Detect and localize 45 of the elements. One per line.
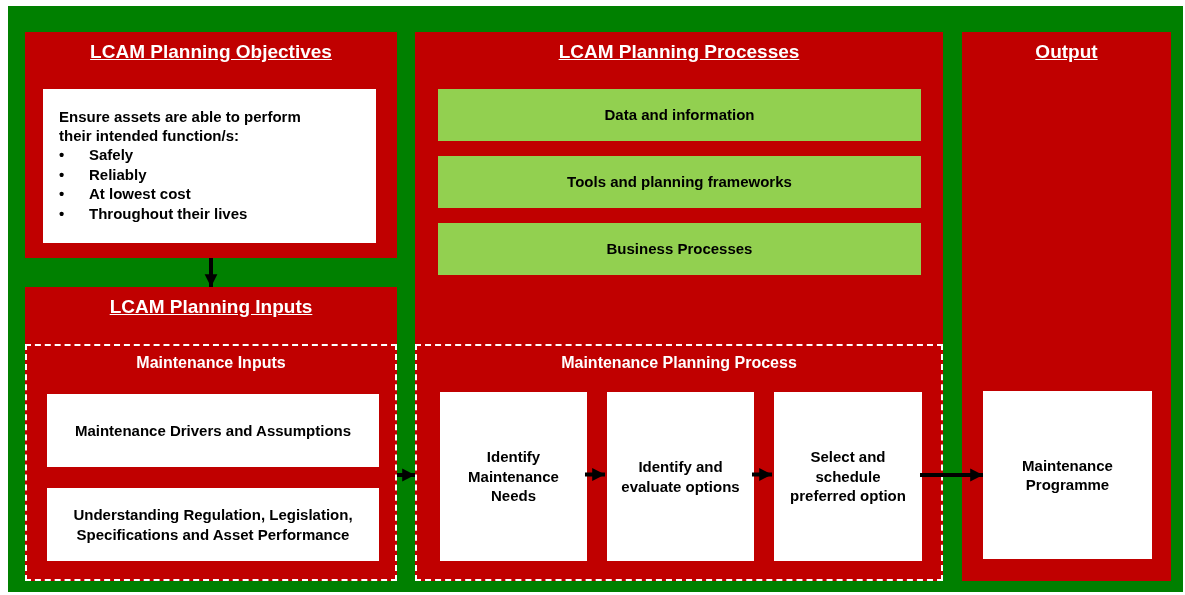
process-box <box>47 488 379 561</box>
arrow <box>920 468 983 482</box>
arrow <box>585 468 605 481</box>
bullet-mark: • <box>59 203 66 223</box>
arrow <box>752 468 772 481</box>
box-label: Tools and planning frameworks <box>567 172 792 192</box>
box-label: Understanding Regulation, Legislation, Specifications and Asset Performance <box>72 505 354 544</box>
arrow <box>397 468 415 482</box>
intro-text: Ensure assets are able to perform their intended function/s: <box>59 107 302 145</box>
resource-bar <box>438 89 921 141</box>
objectives-box <box>43 89 376 243</box>
dashed-group-box <box>25 344 397 581</box>
box-label: Data and information <box>604 105 755 125</box>
bullet-mark: • <box>59 164 66 184</box>
process-box <box>774 392 922 561</box>
box-label: Business Processes <box>606 239 753 259</box>
resource-bar <box>438 223 921 275</box>
dashed-group-box <box>415 344 943 581</box>
box-label: Identify and evaluate options <box>620 457 741 496</box>
box-label: Select and schedule preferred option <box>789 447 907 506</box>
section-panel <box>415 32 943 581</box>
section-heading: LCAM Planning Inputs <box>109 295 313 319</box>
section-panel <box>962 32 1171 581</box>
bullet-item: Safely <box>89 145 135 165</box>
section-panel <box>25 32 397 258</box>
section-heading: LCAM Planning Processes <box>558 40 800 64</box>
bullet-mark: • <box>59 145 66 165</box>
process-box <box>47 394 379 467</box>
section-heading: Output <box>1035 40 1098 64</box>
box-label: Maintenance Drivers and Assumptions <box>74 420 352 441</box>
section-heading: LCAM Planning Objectives <box>90 40 332 64</box>
bullet-item: Reliably <box>89 164 148 184</box>
bullet-item: Throughout their lives <box>89 203 249 223</box>
bullet-item: At lowest cost <box>89 184 192 204</box>
bullet-mark: • <box>59 184 66 204</box>
group-heading: Maintenance Inputs <box>136 353 286 373</box>
process-box <box>440 392 587 561</box>
group-heading: Maintenance Planning Process <box>561 353 797 373</box>
process-box <box>983 391 1152 559</box>
process-box <box>607 392 754 561</box>
resource-bar <box>438 156 921 208</box>
arrow <box>204 258 218 287</box>
box-label: Maintenance Programme <box>1021 455 1114 495</box>
box-label: Identify Maintenance Needs <box>467 447 560 506</box>
section-panel <box>25 287 397 581</box>
